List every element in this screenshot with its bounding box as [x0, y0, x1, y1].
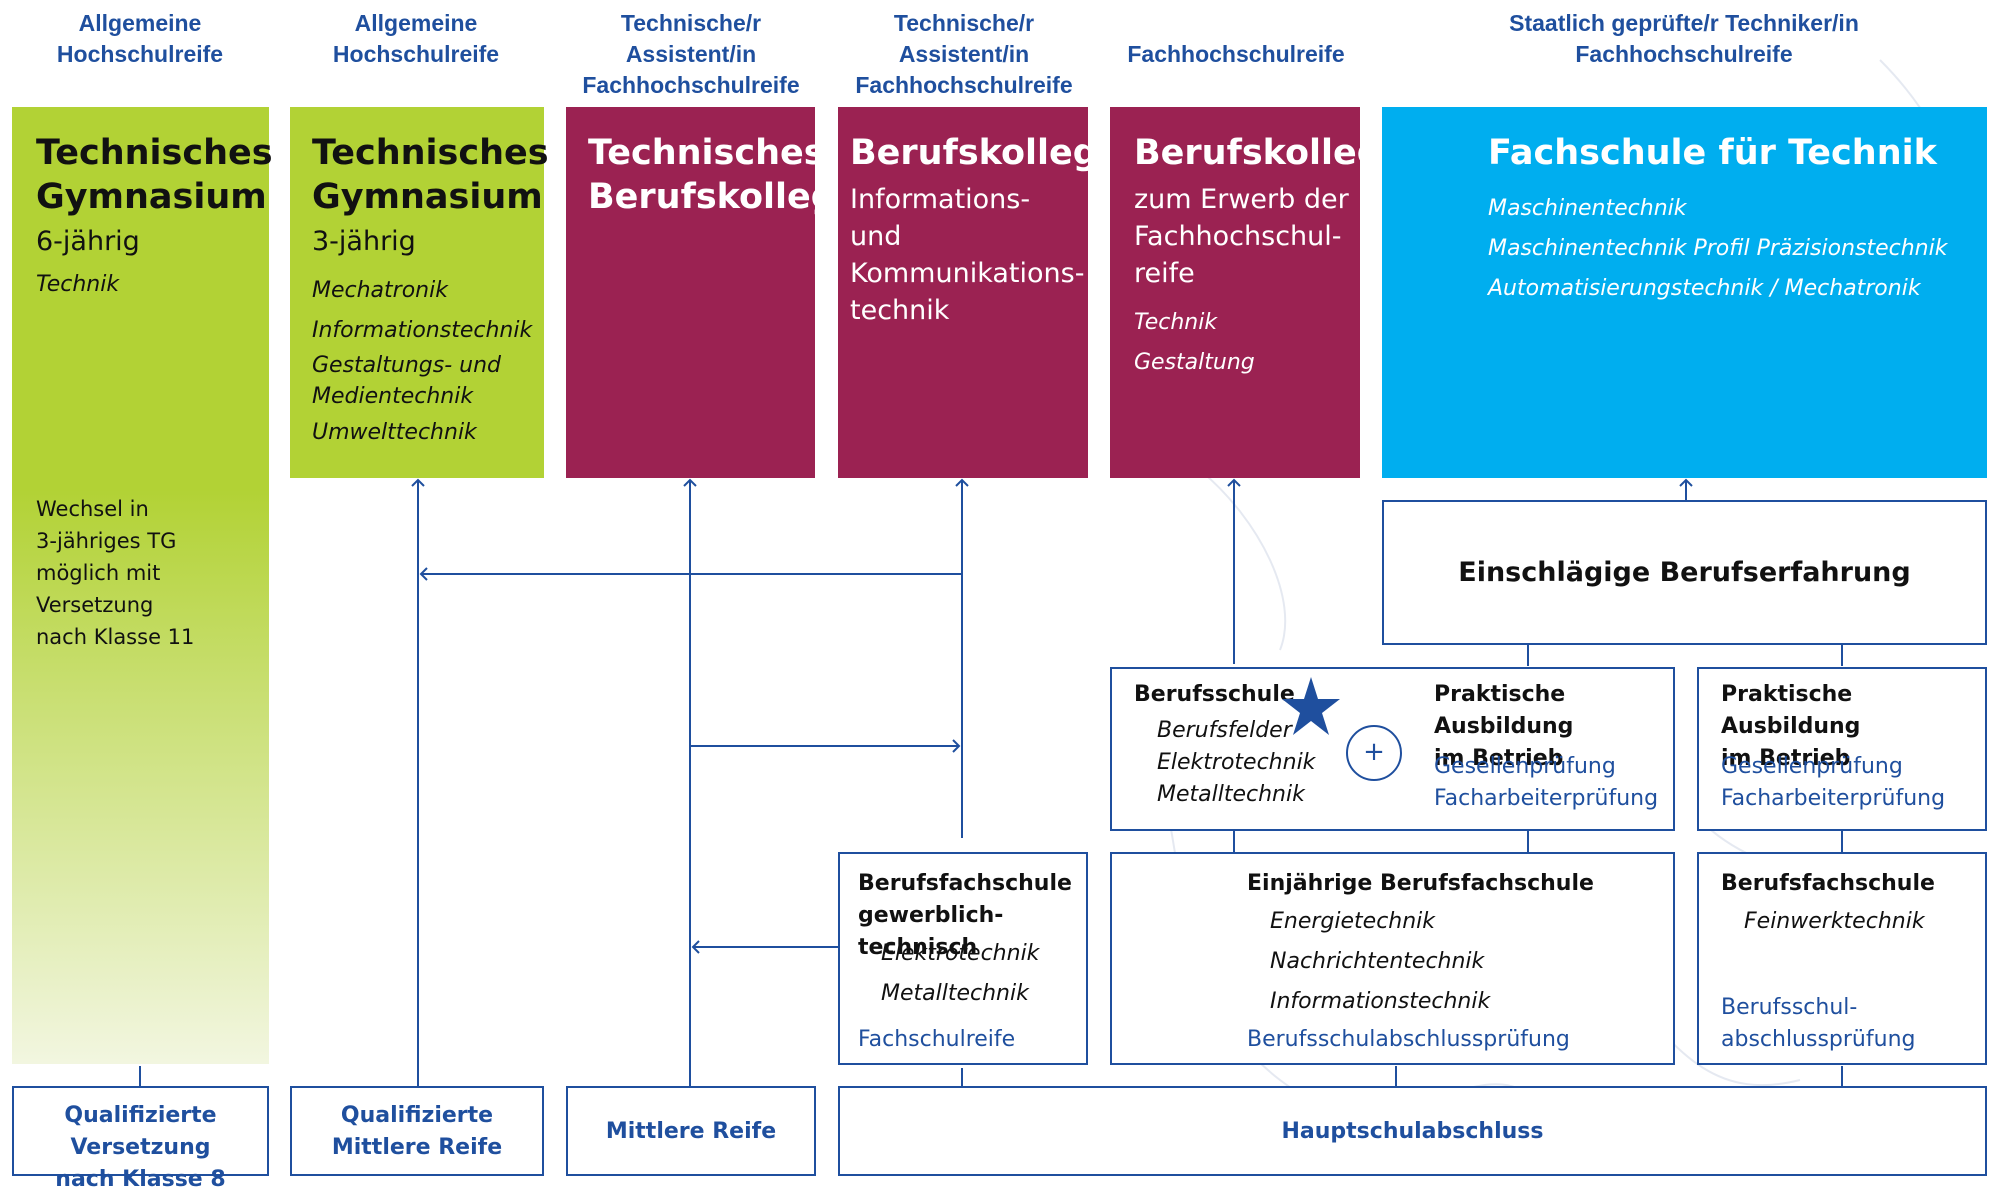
bfs-fw-box: Berufsfachschule Feinwerktechnik Berufss…: [1697, 852, 1987, 1065]
plus-icon: +: [1346, 725, 1402, 781]
bfs-1-exam: Berufsschulabschlussprüfung: [1247, 1027, 1570, 1052]
experience-box: Einschlägige Berufserfahrung: [1382, 500, 1987, 645]
tg3-duration: 3-jährig: [312, 226, 416, 257]
star-icon: [1282, 677, 1340, 735]
bfs-fw-exam: Berufsschul-abschlussprüfung: [1721, 995, 1916, 1052]
bfs-1-box: Einjährige Berufsfachschule Energietechn…: [1110, 852, 1675, 1065]
connector-lines: [139, 478, 1843, 1086]
tg6-profile: Technik: [36, 272, 120, 297]
dual-school-title: Berufsschule: [1134, 682, 1295, 707]
bfs-1-title: Einjährige Berufsfachschule: [1247, 871, 1594, 896]
entry-mittlere-reife: Mittlere Reife: [566, 1086, 816, 1176]
bfs-fw-title: Berufsfachschule: [1721, 871, 1935, 896]
bfs-gt-exam: Fachschulreife: [858, 1027, 1016, 1052]
tg6-duration: 6-jährig: [36, 226, 140, 257]
experience-label: Einschlägige Berufserfahrung: [1458, 557, 1911, 588]
header-col5: Fachhochschulreife: [1127, 41, 1345, 67]
bk-ik-title: Berufskolleg: [850, 133, 1098, 173]
entry-hauptschulabschluss: Hauptschulabschluss: [838, 1086, 1987, 1176]
bfs-fw-items: Feinwerktechnik: [1744, 909, 1925, 934]
fst-title: Fachschule für Technik: [1488, 133, 1937, 173]
bk-fh-title: Berufskolleg: [1134, 133, 1382, 173]
